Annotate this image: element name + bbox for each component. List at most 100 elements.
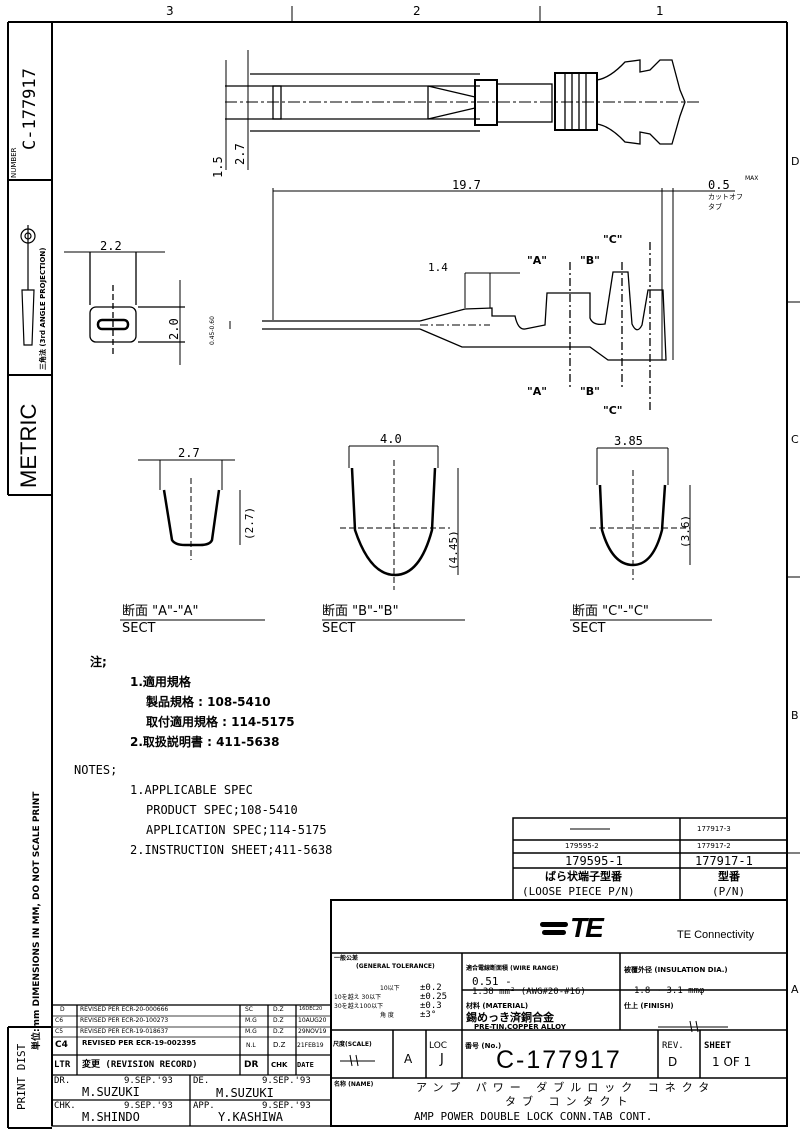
pn-179595-1: 179595-1 bbox=[565, 854, 623, 868]
rev-header-dr: DR bbox=[244, 1060, 259, 1070]
chk-date: 9.SEP.'93 bbox=[124, 1101, 173, 1111]
de-label: DE. bbox=[193, 1076, 210, 1086]
name-label: 名称 (NAME) bbox=[334, 1081, 374, 1088]
name-jp-1: アンプ パワー ダブルロック コネクタ bbox=[416, 1081, 716, 1094]
zone-c: C bbox=[791, 433, 799, 446]
dim-section-c-height: (3.6) bbox=[679, 514, 692, 548]
section-marker-a-bottom: "A" bbox=[527, 385, 547, 398]
notes-jp-heading: 注; bbox=[90, 655, 107, 669]
loose-piece-jp: ばら状端子型番 bbox=[545, 870, 622, 883]
tolerance-title-jp: 一般公差 bbox=[334, 955, 359, 962]
dim-section-c-width: 3.85 bbox=[614, 434, 643, 448]
notes-en-1: 1.APPLICABLE SPEC bbox=[130, 783, 253, 797]
dim-2-0: 2.0 bbox=[167, 318, 181, 340]
notes-en-heading: NOTES; bbox=[74, 763, 118, 777]
dim-section-b-width: 4.0 bbox=[380, 432, 402, 446]
rev-dr: N.L bbox=[246, 1042, 256, 1049]
rev-value: D bbox=[668, 1055, 678, 1069]
section-b-sect: SECT bbox=[322, 621, 356, 636]
rev-chk: D.Z bbox=[273, 1041, 286, 1049]
top-view bbox=[225, 50, 700, 170]
dim-2-7: 2.7 bbox=[233, 143, 247, 165]
notes-en-2: PRODUCT SPEC;108-5410 bbox=[146, 803, 298, 817]
rev-date: 16DEC20 bbox=[299, 1006, 323, 1012]
zone-a: A bbox=[791, 983, 799, 996]
rev-header-ltr: LTR bbox=[54, 1060, 71, 1070]
rev-header-desc: 変更 (REVISION RECORD) bbox=[82, 1060, 198, 1070]
rev-date: 10AUG20 bbox=[298, 1017, 327, 1024]
section-b-title: 断面 "B"-"B" bbox=[322, 604, 399, 619]
projection-label: 三角法 (3rd ANGLE PROJECTION) bbox=[39, 247, 47, 371]
rev-dr: SC bbox=[245, 1006, 253, 1013]
tol-range-4: 角 度 bbox=[380, 1012, 394, 1019]
dim-section-a-width: 2.7 bbox=[178, 446, 200, 460]
dimensions-note: 単位:mm DIMENSIONS IN MM, DO NOT SCALE PRI… bbox=[32, 791, 42, 1050]
section-c-sect: SECT bbox=[572, 621, 606, 636]
te-logo-text: TE bbox=[570, 912, 604, 943]
wire-range-line2: 1.38 mm² (AWG#20-#16) bbox=[472, 987, 586, 997]
material-en: PRE-TIN,COPPER ALLOY bbox=[474, 1023, 566, 1031]
tol-value-2: ±0.25 bbox=[420, 992, 448, 1002]
rev-desc: REVISED PER ECR-20-100273 bbox=[80, 1017, 169, 1024]
zone-b: B bbox=[791, 709, 799, 722]
cutoff-label-2: タブ bbox=[708, 203, 722, 211]
dim-section-b-height: (4.45) bbox=[447, 530, 460, 570]
dr-label: DR. bbox=[54, 1076, 71, 1086]
rev-chk: D.Z bbox=[273, 1006, 284, 1013]
rev-desc: REVISED PER ECR-20-000666 bbox=[80, 1006, 169, 1013]
number-label: NUMBER bbox=[10, 147, 18, 179]
tol-value-1: ±0.2 bbox=[420, 983, 442, 993]
dim-0-5: 0.5 bbox=[708, 178, 730, 192]
tol-range-1: 10以下 bbox=[380, 985, 400, 992]
company-name: TE Connectivity bbox=[677, 929, 755, 941]
dr-date: 9.SEP.'93 bbox=[124, 1076, 173, 1086]
tolerance-title: (GENERAL TOLERANCE) bbox=[356, 963, 435, 970]
tol-range-3: 30を越え100以下 bbox=[334, 1003, 384, 1010]
notes-jp-1: 1.適用規格 bbox=[130, 675, 191, 689]
dim-section-a-height: (2.7) bbox=[243, 506, 256, 540]
pn-179595-2: 179595-2 bbox=[565, 842, 599, 850]
drawing-number-side: C-177917 bbox=[20, 68, 40, 150]
section-b-view bbox=[340, 445, 459, 590]
section-a-view bbox=[138, 459, 241, 560]
chk-label: CHK. bbox=[54, 1101, 76, 1111]
rev-header-date: DATE bbox=[297, 1061, 314, 1069]
notes-jp-2: 製品規格 : 108-5410 bbox=[146, 695, 271, 709]
rev-header-chk: CHK bbox=[271, 1061, 288, 1069]
dim-19-7: 19.7 bbox=[452, 178, 481, 192]
notes-en-3: APPLICATION SPEC;114-5175 bbox=[146, 823, 327, 837]
section-marker-a-top: "A" bbox=[527, 254, 547, 267]
sheet-size: A bbox=[404, 1052, 413, 1066]
wire-range-line1: 0.51 - bbox=[472, 975, 512, 988]
pn-jp: 型番 bbox=[718, 870, 740, 883]
material-label: 材料 (MATERIAL) bbox=[466, 1002, 529, 1010]
section-c-title: 断面 "C"-"C" bbox=[572, 604, 649, 619]
material-jp: 錫めっき済銅合金 bbox=[466, 1011, 554, 1024]
rev-chk: D.Z bbox=[273, 1028, 284, 1035]
loc-label: LOC bbox=[429, 1041, 448, 1051]
insulation-label: 被覆外径 (INSULATION DIA.) bbox=[624, 966, 728, 974]
notes-jp-4: 2.取扱説明書 : 411-5638 bbox=[130, 735, 280, 749]
de-name: M.SUZUKI bbox=[216, 1086, 274, 1100]
pn-label: (P/N) bbox=[712, 885, 746, 898]
zone-3: 3 bbox=[166, 4, 174, 18]
rev-ltr: D bbox=[60, 1006, 65, 1013]
wire-range-label: 適合電線断面積 (WIRE RANGE) bbox=[466, 965, 559, 972]
rev-chk: D.Z bbox=[273, 1017, 284, 1024]
metric-label: METRIC bbox=[16, 403, 41, 488]
rev-date: 21FEB19 bbox=[297, 1042, 324, 1049]
print-dist-label: PRINT DIST bbox=[15, 1043, 28, 1110]
dim-1-5: 1.5 bbox=[211, 156, 225, 178]
zone-1: 1 bbox=[656, 4, 664, 18]
dim-2-2: 2.2 bbox=[100, 239, 122, 253]
zone-2: 2 bbox=[413, 4, 421, 18]
chk-name: M.SHINDO bbox=[82, 1110, 140, 1124]
finish-label: 仕上 (FINISH) bbox=[624, 1002, 674, 1010]
doc-no-label: 番号 (No.) bbox=[465, 1042, 502, 1050]
doc-number: C-177917 bbox=[496, 1046, 622, 1074]
pn-177917-3: 177917-3 bbox=[697, 825, 731, 833]
sheet-value: 1 OF 1 bbox=[712, 1055, 752, 1069]
section-marker-b-bottom: "B" bbox=[580, 385, 600, 398]
tol-value-3: ±0.3 bbox=[420, 1001, 442, 1011]
